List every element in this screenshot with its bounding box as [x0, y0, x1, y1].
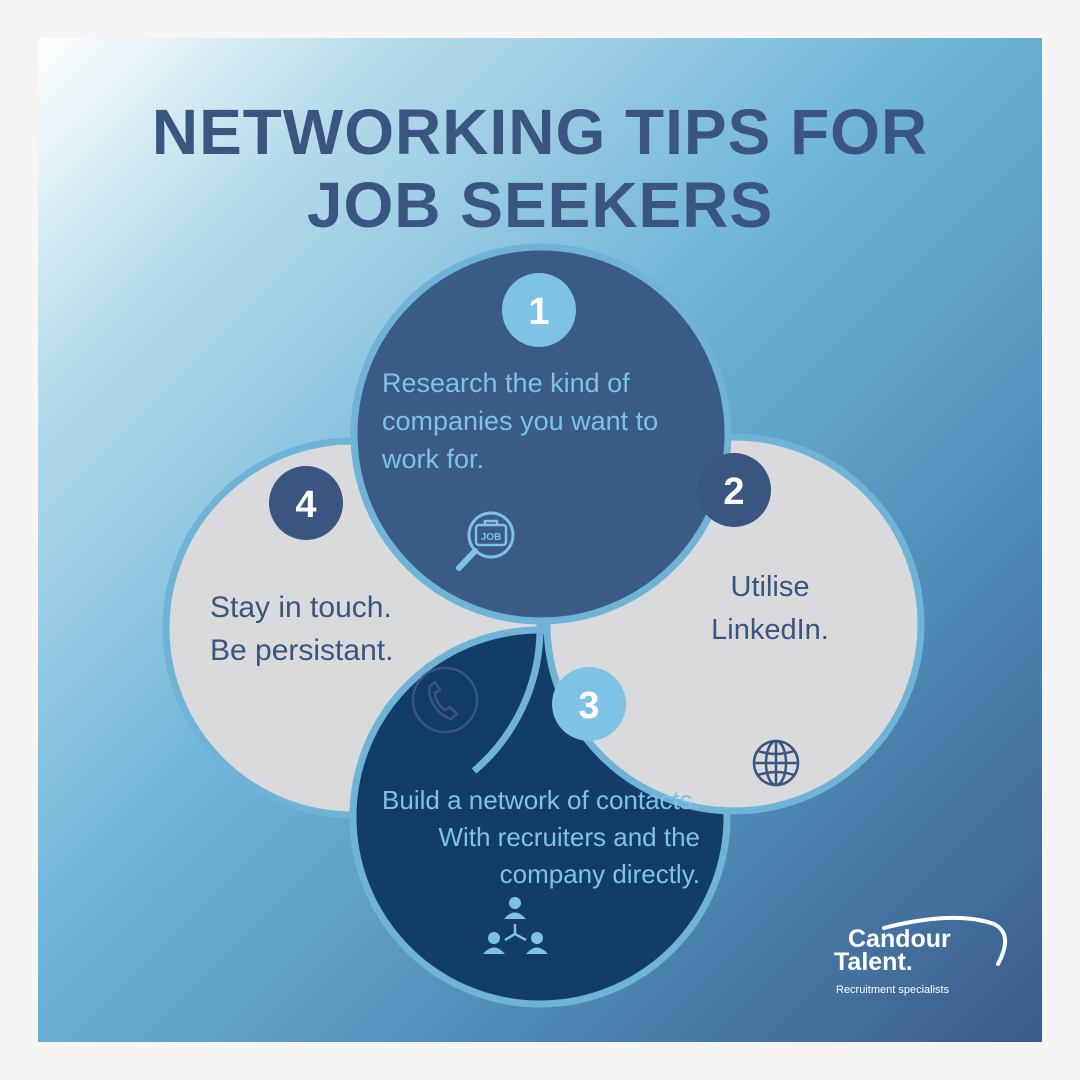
globe-icon [752, 739, 800, 787]
tip-3-number: 3 [578, 685, 599, 727]
tip-1-badge [502, 273, 576, 347]
job-search-icon: JOB [456, 511, 515, 571]
candour-talent-logo: Candour Talent. Recruitment specialists [834, 914, 1014, 1004]
tip-1-text: Research the kind of companies you want … [382, 368, 659, 474]
tip-4-text: Stay in touch. Be persistant. [210, 591, 394, 667]
title-line-2: JOB SEEKERS [306, 169, 774, 241]
logo-wordmark: Candour Talent. [834, 925, 951, 976]
tip-2-text: Utilise LinkedIn. [711, 571, 829, 646]
title-line-1: NETWORKING TIPS FOR [151, 96, 929, 168]
job-icon-label: JOB [481, 532, 502, 543]
network-people-icon [483, 897, 548, 954]
tip-1-number: 1 [528, 291, 549, 333]
tip-4-overlap-arc [471, 629, 544, 774]
tip-4-number: 4 [295, 484, 316, 526]
venn-diagram: 1 2 3 4 JOB [162, 243, 925, 1008]
logo-tagline: Recruitment specialists [836, 984, 950, 996]
tip-3-text: Build a network of contacts. With recrui… [382, 785, 700, 889]
phone-icon [411, 666, 479, 734]
tip-2-badge [697, 453, 771, 527]
logo-swoosh [882, 915, 1007, 966]
infographic-card: NETWORKING TIPS FOR JOB SEEKERS 1 2 3 4 … [38, 38, 1042, 1042]
tip-2-number: 2 [723, 471, 744, 513]
tip-4-badge [269, 466, 343, 540]
tip-3-badge [552, 667, 626, 741]
tip-1-circle [350, 243, 732, 625]
page-title: NETWORKING TIPS FOR JOB SEEKERS [38, 96, 1042, 242]
logo-name-line-2: Talent. [834, 948, 913, 976]
logo-name-line-1: Candour [848, 925, 951, 953]
